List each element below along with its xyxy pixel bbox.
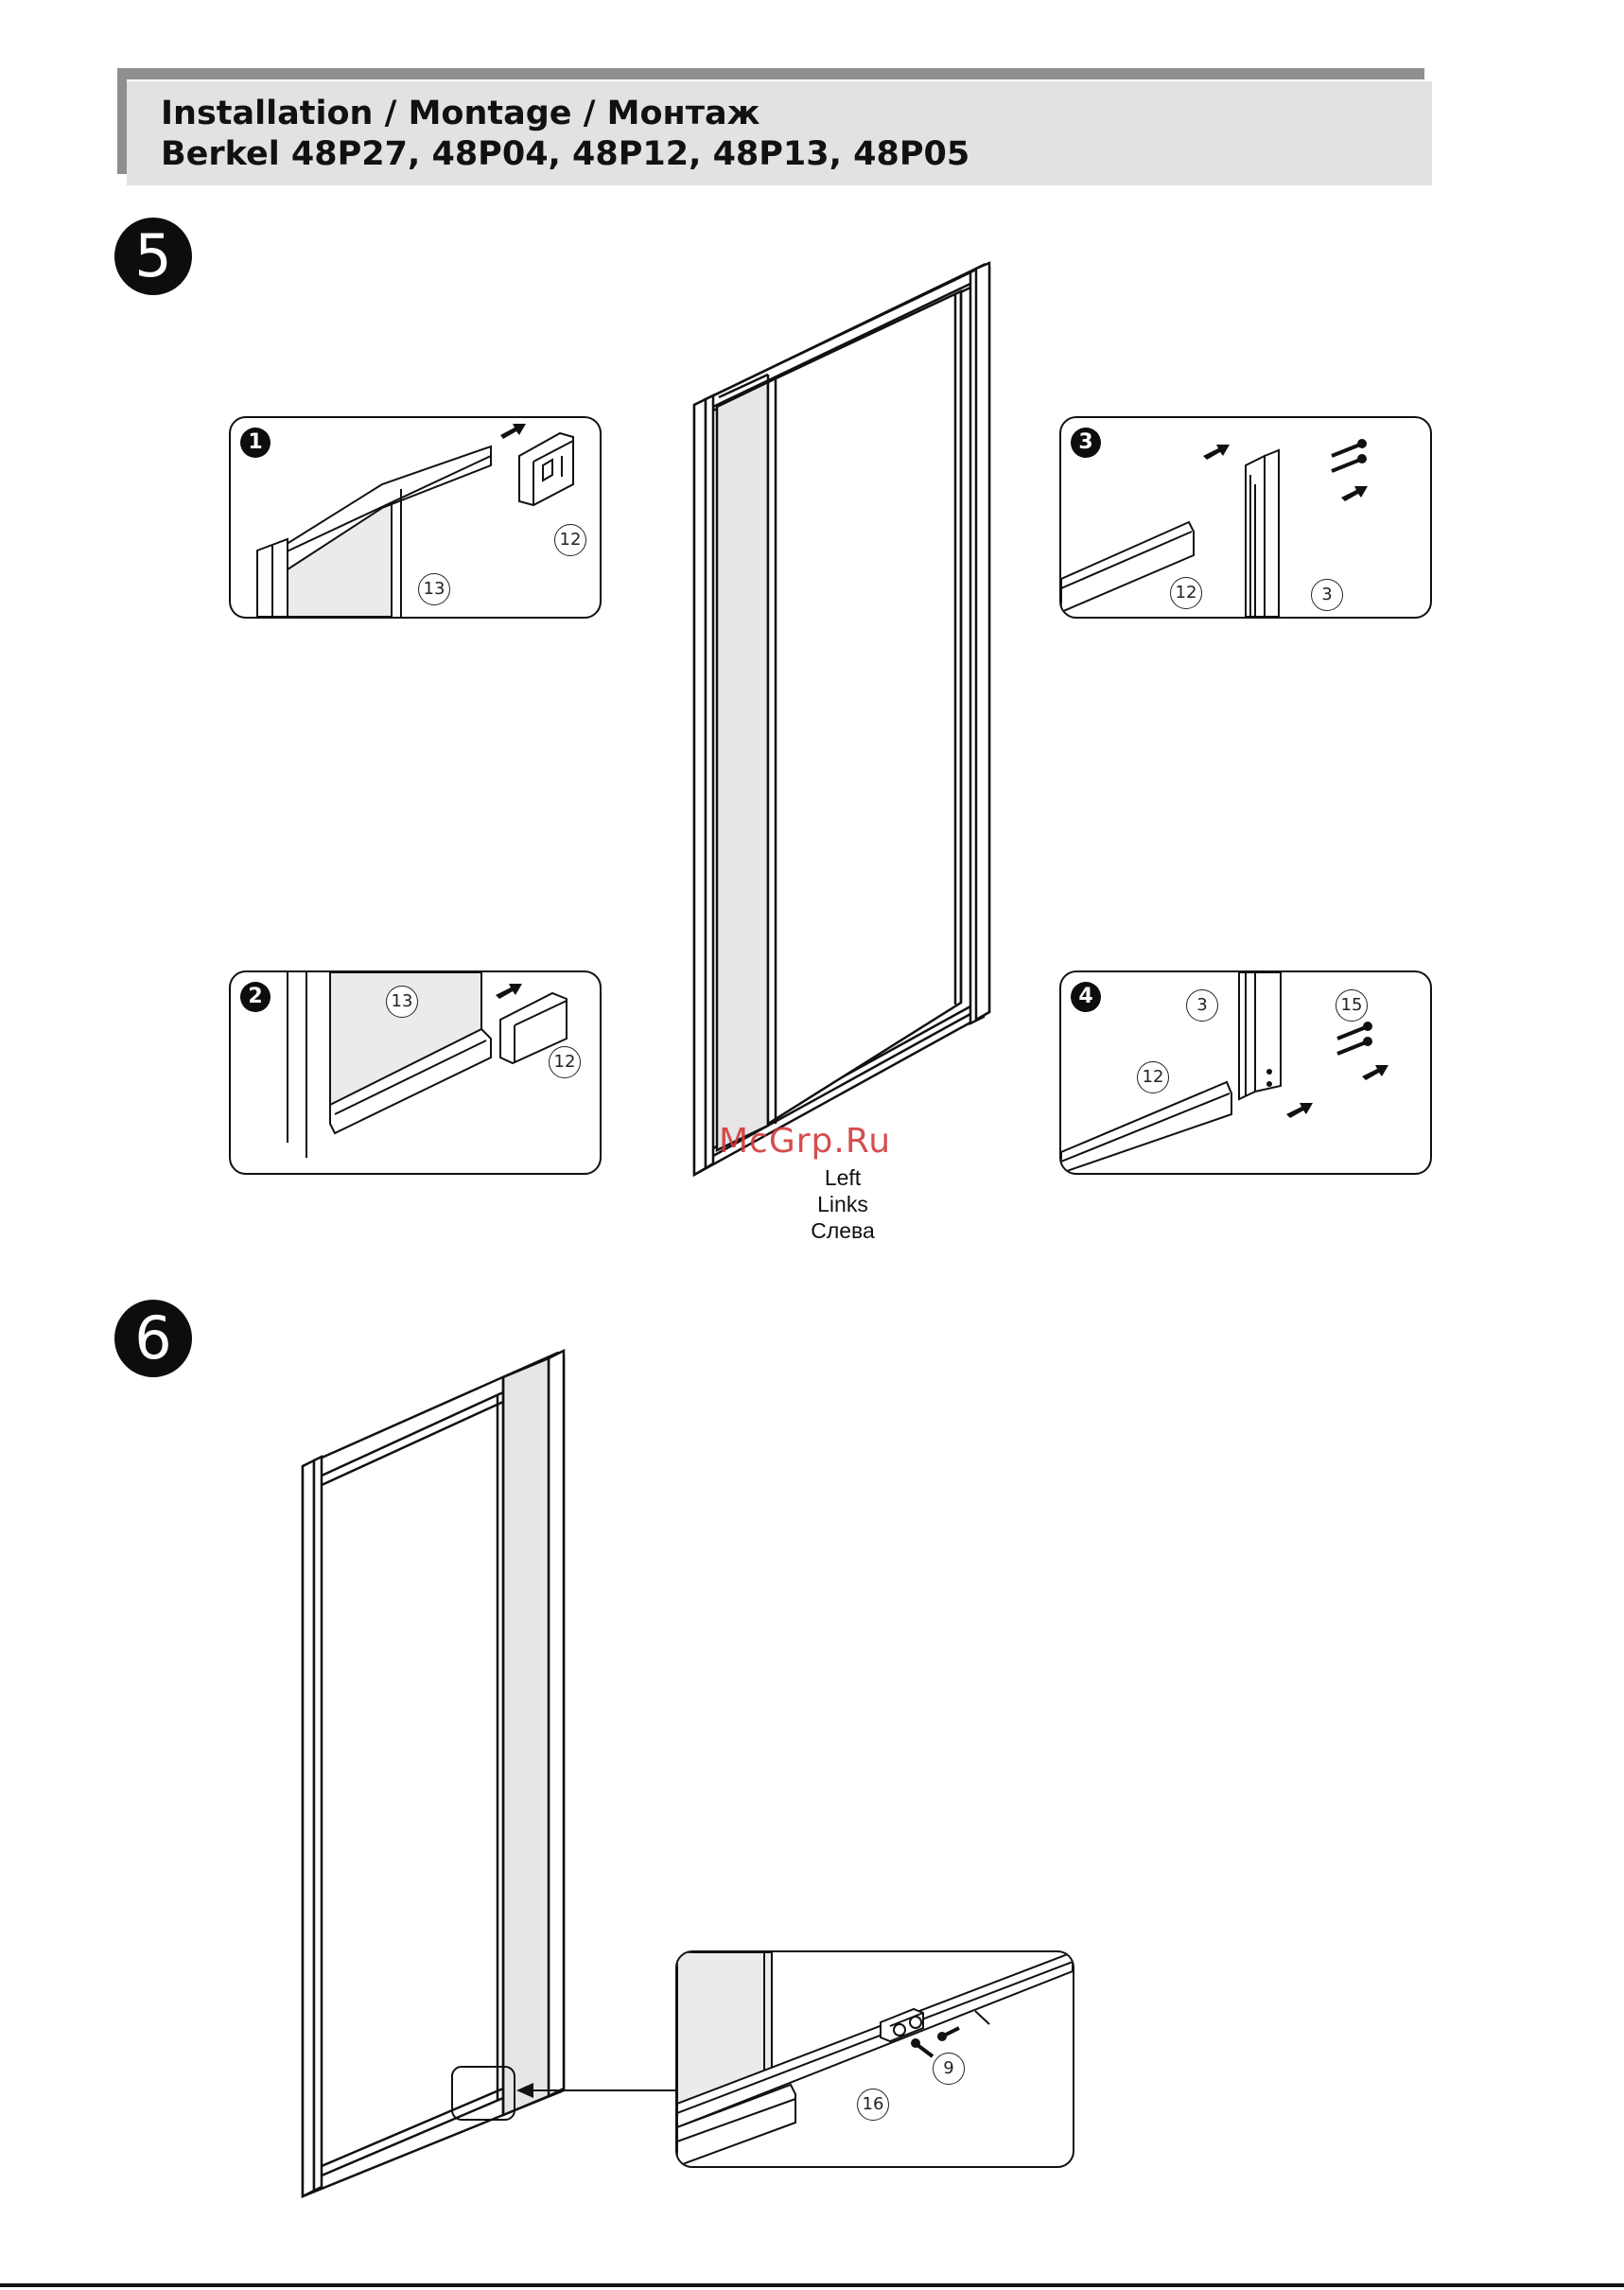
inset-4-part-3: 3 bbox=[1186, 989, 1218, 1022]
inset-1-part-12: 12 bbox=[554, 524, 586, 556]
detail-arrow bbox=[511, 2071, 681, 2109]
inset-1-part-13: 13 bbox=[418, 573, 450, 605]
inset-4-drawing bbox=[1061, 972, 1430, 1173]
inset-3-drawing bbox=[1061, 418, 1430, 617]
detail-part-9: 9 bbox=[933, 2053, 965, 2085]
footer-line bbox=[0, 2283, 1624, 2287]
step-6-detail-drawing bbox=[677, 1952, 1073, 2166]
inset-1-badge: 1 bbox=[240, 428, 271, 458]
page-title: Installation / Montage / Монтаж bbox=[161, 95, 760, 132]
inset-4-part-15: 15 bbox=[1336, 989, 1368, 1022]
step-5-badge: 5 bbox=[114, 218, 192, 295]
model-list: Berkel 48P27, 48P04, 48P12, 48P13, 48P05 bbox=[161, 135, 969, 173]
header-box: Installation / Montage / Монтаж Berkel 4… bbox=[127, 81, 1432, 185]
inset-3-part-3: 3 bbox=[1311, 579, 1343, 611]
side-label-links: Links bbox=[748, 1192, 937, 1217]
detail-part-16: 16 bbox=[857, 2089, 889, 2121]
inset-2-part-13: 13 bbox=[386, 986, 418, 1018]
header-side-shadow bbox=[117, 79, 127, 174]
side-label-sleva: Слева bbox=[748, 1218, 937, 1244]
header-top-bar bbox=[117, 68, 1424, 79]
inset-2: 2 13 12 bbox=[229, 970, 602, 1175]
step-6-detail-inset: 9 16 bbox=[675, 1950, 1074, 2168]
inset-3-part-12: 12 bbox=[1170, 577, 1202, 609]
watermark: McGrp.Ru bbox=[719, 1122, 891, 1161]
inset-2-badge: 2 bbox=[240, 982, 271, 1012]
inset-1-drawing bbox=[231, 418, 600, 617]
inset-3: 3 12 3 bbox=[1059, 416, 1432, 619]
step-6-badge: 6 bbox=[114, 1300, 192, 1377]
inset-4-badge: 4 bbox=[1071, 982, 1101, 1012]
step-5-door-frame bbox=[681, 255, 1003, 1182]
inset-3-badge: 3 bbox=[1071, 428, 1101, 458]
inset-2-part-12: 12 bbox=[549, 1046, 581, 1078]
inset-1: 1 12 13 bbox=[229, 416, 602, 619]
inset-4-part-12: 12 bbox=[1137, 1061, 1169, 1093]
inset-4: 4 3 15 12 bbox=[1059, 970, 1432, 1175]
side-label-left: Left bbox=[748, 1165, 937, 1191]
